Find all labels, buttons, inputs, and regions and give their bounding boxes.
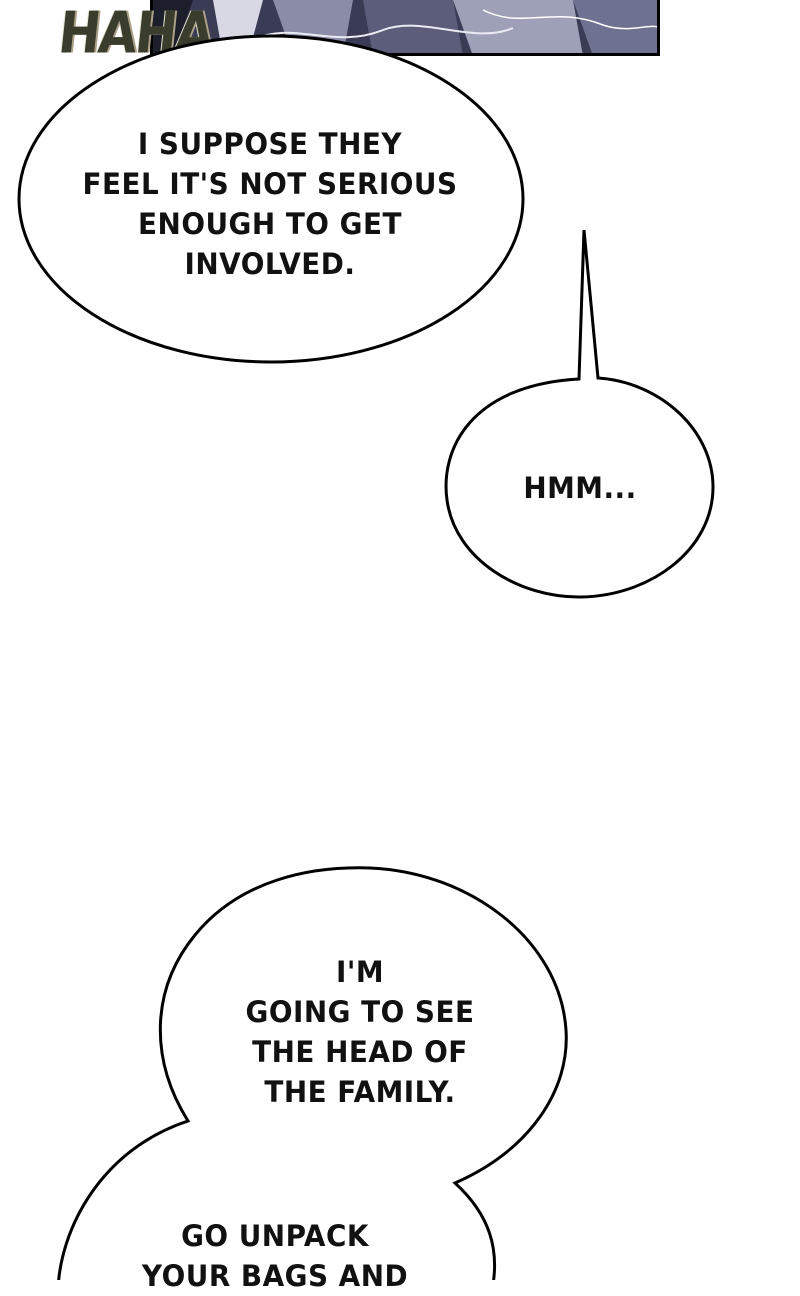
speech-bubble-2 <box>444 229 715 599</box>
bubble-1-text: I SUPPOSE THEY FEEL IT'S NOT SERIOUS ENO… <box>82 127 458 281</box>
bubble-3-text: I'M GOING TO SEE THE HEAD OF THE FAMILY. <box>245 955 475 1109</box>
speech-bubble-3-4 <box>57 866 568 1280</box>
speech-bubble-1 <box>17 34 525 364</box>
bubble-2-text: HMM... <box>523 471 637 505</box>
bubble-4-text: GO UNPACK YOUR BAGS AND <box>141 1219 409 1293</box>
